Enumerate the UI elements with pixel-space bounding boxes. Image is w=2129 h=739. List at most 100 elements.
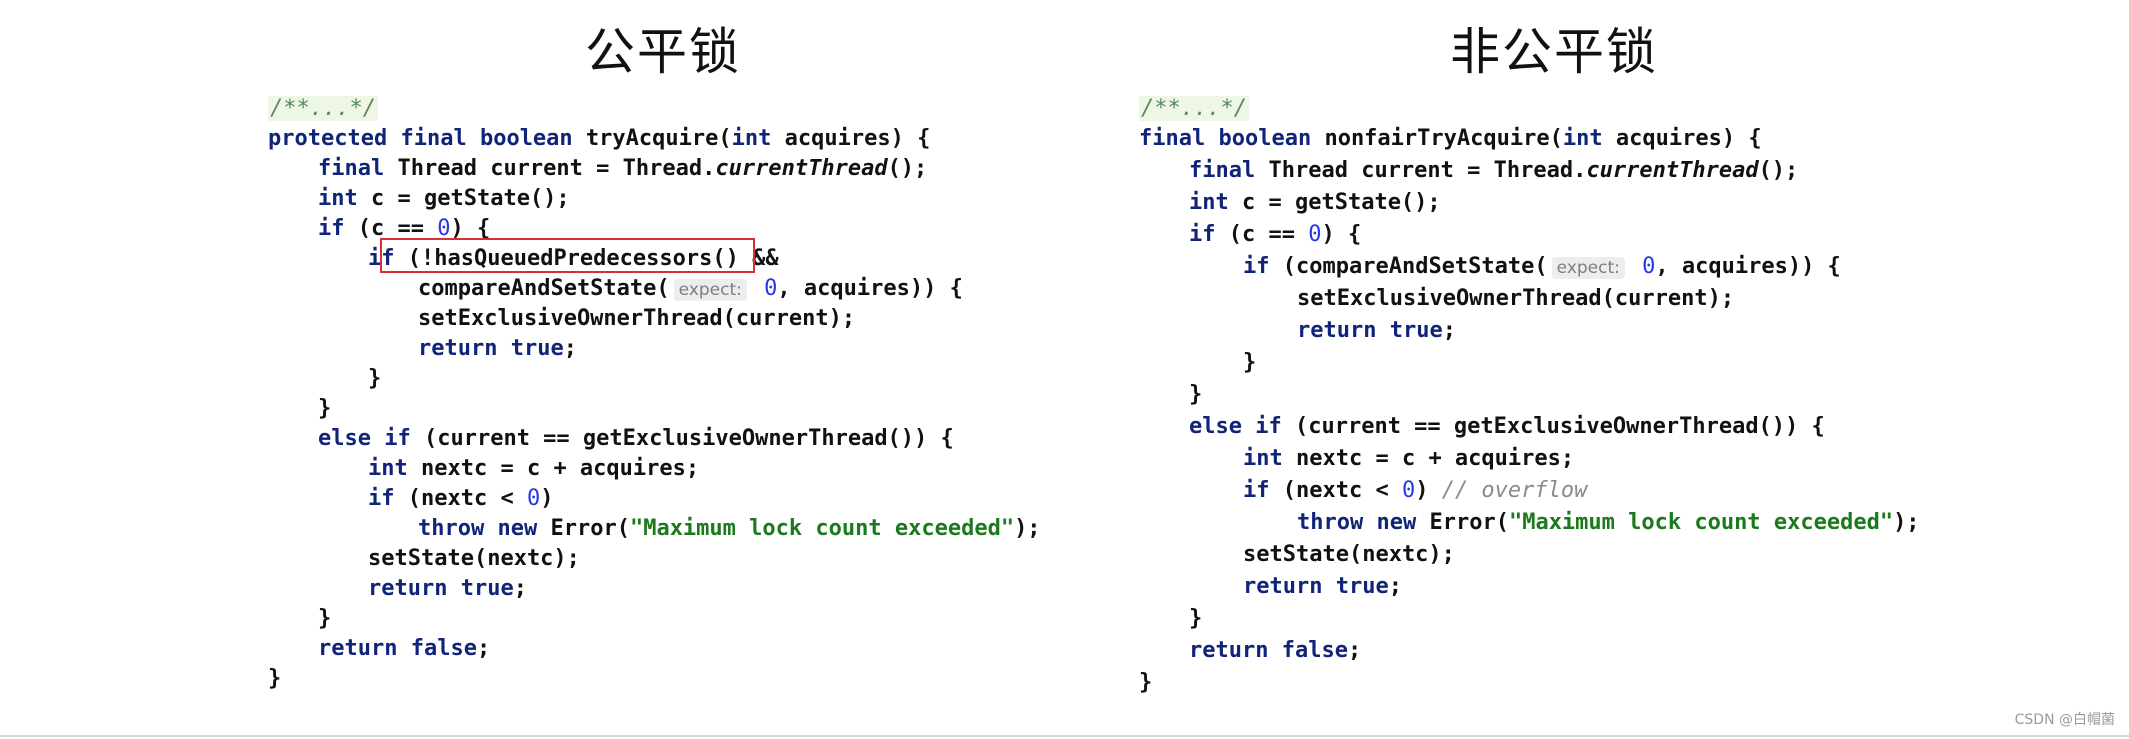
set-owner-call: setExclusiveOwnerThread(current); (418, 306, 856, 331)
code-line: final Thread current = Thread.currentThr… (1189, 156, 1798, 186)
kw-if: if (318, 216, 345, 241)
code-line: return true; (1243, 572, 1402, 602)
code-line: setState(nextc); (368, 544, 580, 574)
code-line: } (318, 604, 331, 634)
brace: } (318, 396, 332, 421)
if-nextc-b: ) (540, 486, 554, 511)
else-if-cond: (current == getExclusiveOwnerThread()) { (1281, 414, 1825, 439)
call-end: (); (887, 156, 928, 181)
semicolon: ; (513, 576, 527, 601)
brace: } (1189, 382, 1203, 407)
if-cond-b: ) { (1321, 222, 1362, 247)
kw-false: false (410, 636, 477, 661)
semicolon: ; (563, 336, 577, 361)
kw-final: final (318, 156, 385, 181)
kw-if: if (368, 486, 395, 511)
number-literal: 0 (1401, 478, 1416, 503)
code-line: setState(nextc); (1243, 540, 1455, 570)
code-line: } (1243, 348, 1256, 378)
kw-int: int (368, 456, 408, 481)
code-line: int c = getState(); (318, 184, 570, 214)
number-literal: 0 (1628, 254, 1656, 279)
brace: } (268, 666, 282, 691)
has-queued-predecessors-cond: (!hasQueuedPredecessors() && (394, 246, 779, 271)
number-literal: 0 (750, 276, 778, 301)
code-line: /**...*/ (1139, 94, 1249, 124)
semicolon: ; (1388, 574, 1402, 599)
param-hint-expect: expect: (673, 279, 747, 301)
error-ctor: Error( (537, 516, 630, 541)
kw-final: final (1189, 158, 1256, 183)
kw-return: return (1189, 638, 1269, 663)
kw-return: return (1243, 574, 1323, 599)
kw-boolean: boolean (1218, 126, 1312, 151)
kw-else: else (1189, 414, 1242, 439)
method-signature: tryAcquire( (572, 126, 732, 151)
kw-if: if (1255, 414, 1282, 439)
kw-return: return (418, 336, 498, 361)
kw-true: true (510, 336, 564, 361)
set-state-call: setState(nextc); (1243, 542, 1455, 567)
title-fair-lock: 公平锁 (585, 23, 741, 81)
overflow-comment: // overflow (1428, 478, 1588, 503)
code-line: final Thread current = Thread.currentThr… (318, 154, 927, 184)
error-ctor: Error( (1416, 510, 1509, 535)
number-literal: 0 (526, 486, 541, 511)
set-state-call: setState(nextc); (368, 546, 580, 571)
param-hint-expect: expect: (1551, 257, 1625, 279)
code-line: if (c == 0) { (1189, 220, 1361, 250)
semicolon: ; (1442, 318, 1456, 343)
brace: } (1139, 670, 1153, 695)
code-line: compareAndSetState(expect: 0, acquires))… (418, 274, 963, 305)
brace: } (1189, 606, 1203, 631)
kw-else: else (318, 426, 371, 451)
cas-call: (compareAndSetState( (1269, 254, 1548, 279)
code-line: } (1189, 380, 1202, 410)
code-line: int nextc = c + acquires; (368, 454, 699, 484)
code-line: return false; (1189, 636, 1361, 666)
kw-if: if (384, 426, 411, 451)
if-nextc-a: (nextc < (1269, 478, 1402, 503)
kw-final: final (400, 126, 467, 151)
code-line: final boolean nonfairTryAcquire(int acqu… (1139, 124, 1762, 154)
kw-true: true (1389, 318, 1443, 343)
error-end: ); (1893, 510, 1920, 535)
doc-comment: /**...*/ (1139, 96, 1249, 121)
code-line: throw new Error("Maximum lock count exce… (418, 514, 1041, 544)
code-line: if (c == 0) { (318, 214, 490, 244)
string-literal: "Maximum lock count exceeded" (629, 516, 1015, 541)
if-cond-b: ) { (450, 216, 491, 241)
cas-call: compareAndSetState( (418, 276, 670, 301)
code-line: int nextc = c + acquires; (1243, 444, 1574, 474)
number-literal: 0 (1308, 222, 1322, 247)
param-text: acquires) { (771, 126, 931, 151)
code-line: else if (current == getExclusiveOwnerThr… (1189, 412, 1825, 442)
highlight-box-has-queued-predecessors (380, 238, 755, 273)
code-line: } (368, 364, 381, 394)
semicolon: ; (476, 636, 491, 661)
nextc-assign: nextc = c + acquires; (407, 456, 700, 481)
kw-return: return (368, 576, 448, 601)
watermark: CSDN @白帽菌 (2014, 712, 2115, 728)
kw-throw: throw (418, 516, 485, 541)
semicolon: ; (1347, 638, 1362, 663)
code-line: if (nextc < 0) (368, 484, 553, 514)
if-nextc-a: (nextc < (394, 486, 527, 511)
kw-false: false (1281, 638, 1348, 663)
kw-true: true (460, 576, 514, 601)
else-if-cond: (current == getExclusiveOwnerThread()) { (410, 426, 954, 451)
param-text: acquires) { (1602, 126, 1762, 151)
method-signature: nonfairTryAcquire( (1311, 126, 1563, 151)
code-line: if (nextc < 0) // overflow (1243, 476, 1587, 506)
code-line: return true; (418, 334, 577, 364)
code-line: } (318, 394, 331, 424)
set-owner-call: setExclusiveOwnerThread(current); (1297, 286, 1735, 311)
getstate-text: c = getState(); (357, 186, 570, 211)
code-line: if (!hasQueuedPredecessors() && (368, 244, 779, 274)
string-literal: "Maximum lock count exceeded" (1508, 510, 1894, 535)
kw-if: if (1189, 222, 1216, 247)
if-cond-a: (c == (344, 216, 438, 241)
code-line: if (compareAndSetState(expect: 0, acquir… (1243, 252, 1841, 283)
call-end: (); (1758, 158, 1799, 183)
nextc-assign: nextc = c + acquires; (1282, 446, 1575, 471)
